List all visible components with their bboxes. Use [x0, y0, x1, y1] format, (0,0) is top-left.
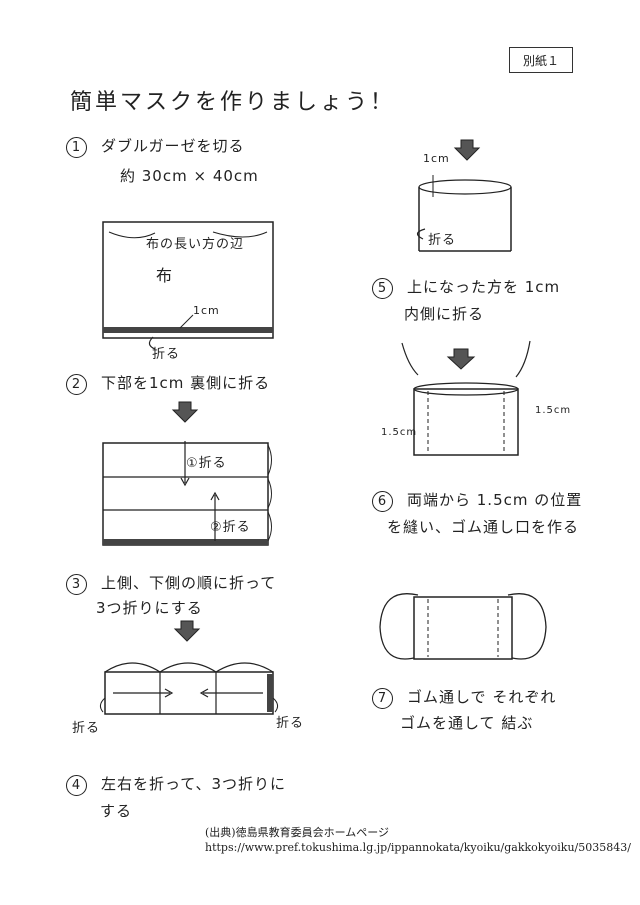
step-5-line2: 内側に折る: [404, 305, 485, 323]
step-2-number: 2: [66, 374, 87, 395]
down-arrow-icon: [446, 348, 476, 370]
fold-curve-c: [267, 511, 272, 542]
cloth-label: 布: [156, 266, 174, 285]
fold-label-b: ②折る: [210, 520, 251, 535]
source-label: (出典)徳島県教育委員会ホームページ: [205, 826, 390, 839]
cloth-rect: [102, 221, 274, 339]
source-url: https://www.pref.tokushima.lg.jp/ippanno…: [205, 841, 631, 854]
step-6-number: 6: [372, 491, 393, 512]
step-7-diagram: [379, 593, 547, 660]
step-6-diagram: [401, 340, 531, 456]
step-2-line: 下部を1cm 裏側に折る: [101, 374, 271, 392]
finished-mask: [413, 596, 513, 660]
step-6-line1: 両端から 1.5cm の位置: [407, 491, 583, 509]
hand-left: [401, 342, 419, 376]
step-1-line1: ダブルガーゼを切る: [101, 137, 245, 155]
step-5-text: 5 上になった方を 1cm: [372, 276, 560, 299]
one-five-cm-left: 1.5cm: [381, 427, 418, 438]
step-7-line2: ゴムを通して 結ぶ: [400, 714, 534, 732]
source-note: (出典)徳島県教育委員会ホームページ https://www.pref.toku…: [205, 825, 631, 855]
fold-label-left: 折る: [72, 721, 101, 736]
long-side-mark: [108, 231, 156, 239]
folded-strip: [103, 539, 268, 545]
page-title: 簡単マスクを作りましょう！: [70, 90, 396, 115]
edge-strip: [267, 674, 273, 712]
fold-arrow-icon: [148, 336, 156, 350]
fold-curve-a: [267, 444, 272, 476]
long-side-label: 布の長い方の辺: [146, 237, 245, 252]
fold-label-1: 折る: [152, 347, 181, 362]
fold-label-a: ①折る: [186, 456, 227, 471]
ear-loop-right: [507, 593, 547, 660]
step-4-line1: 左右を折って、3つ折りに: [101, 775, 287, 793]
step-6-line2: を縫い、ゴム通し口を作る: [387, 518, 580, 536]
fold-hook-right: [272, 697, 279, 713]
mask-body: [413, 388, 519, 456]
step-4-number: 4: [66, 775, 87, 796]
arrow-down-head-icon: [180, 477, 190, 487]
rotate-arrow-icon: [416, 228, 426, 240]
step-3-number: 3: [66, 574, 87, 595]
down-arrow-icon: [171, 401, 199, 423]
fold-label-tube: 折る: [428, 233, 457, 248]
ear-loop-left: [379, 593, 419, 660]
step-2-diagram: [102, 441, 272, 546]
step-3-diagram: [99, 662, 279, 715]
arrow-right-head-icon: [164, 688, 174, 698]
step-3-line1: 上側、下側の順に折って: [101, 574, 277, 592]
down-arrow-icon: [453, 139, 481, 161]
fold-label-right: 折る: [276, 716, 305, 731]
long-side-mark-right: [212, 231, 268, 238]
fold-hook-left: [99, 697, 106, 713]
fold-curve-b: [267, 478, 272, 509]
step-7-number: 7: [372, 688, 393, 709]
step-1-text: 1 ダブルガーゼを切る: [66, 135, 245, 158]
fold-arcs: [104, 662, 274, 673]
step-5-line1: 上になった方を 1cm: [407, 278, 561, 296]
step-7-line1: ゴム通しで それぞれ: [407, 688, 557, 706]
step-3-line2: 3つ折りにする: [96, 599, 203, 617]
hand-right: [515, 340, 531, 378]
step-1-diagram: [102, 221, 274, 350]
step-4-text: 4 左右を折って、3つ折りに: [66, 773, 286, 796]
step-3-text: 3 上側、下側の順に折って: [66, 572, 276, 595]
arrow-left-head-icon: [199, 688, 209, 698]
arrow-up-head-icon: [210, 491, 220, 501]
step-1-line2: 約 30cm × 40cm: [120, 167, 259, 185]
step-5-diagram: [416, 175, 512, 252]
one-cm-label-top: 1cm: [423, 152, 450, 165]
step-5-number: 5: [372, 278, 393, 299]
one-cm-label: 1cm: [193, 304, 220, 317]
step-7-text: 7 ゴム通しで それぞれ: [372, 686, 556, 709]
attachment-tag: 別紙１: [509, 47, 573, 73]
step-1-number: 1: [66, 137, 87, 158]
down-arrow-icon: [173, 620, 201, 642]
fold-strip: [103, 327, 273, 333]
one-five-cm-right: 1.5cm: [535, 405, 572, 416]
step-4-line2: する: [100, 802, 133, 820]
step-6-text: 6 両端から 1.5cm の位置: [372, 489, 582, 512]
step-2-text: 2 下部を1cm 裏側に折る: [66, 372, 270, 395]
pointer-line: [179, 314, 194, 329]
